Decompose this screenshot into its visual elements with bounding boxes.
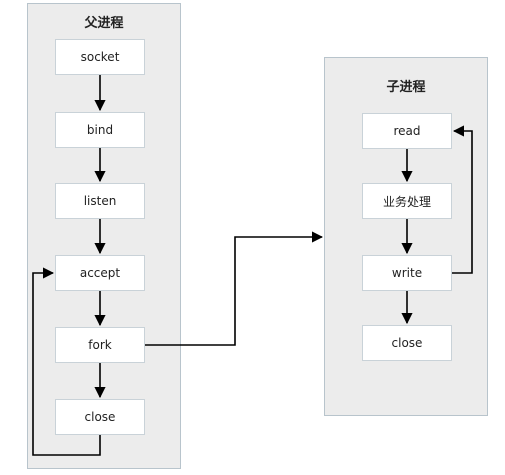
node-write[interactable]: write xyxy=(362,255,452,291)
node-fork[interactable]: fork xyxy=(55,327,145,363)
node-listen[interactable]: listen xyxy=(55,183,145,219)
parent-process-title: 父进程 xyxy=(84,16,124,31)
node-bind[interactable]: bind xyxy=(55,112,145,148)
node-accept[interactable]: accept xyxy=(55,255,145,291)
child-process-title: 子进程 xyxy=(386,80,426,95)
node-close-parent[interactable]: close xyxy=(55,399,145,435)
child-process-lane: 子进程 xyxy=(324,57,488,416)
node-business-logic[interactable]: 业务处理 xyxy=(362,183,452,219)
node-socket[interactable]: socket xyxy=(55,39,145,75)
node-close-child[interactable]: close xyxy=(362,325,452,361)
node-read[interactable]: read xyxy=(362,113,452,149)
